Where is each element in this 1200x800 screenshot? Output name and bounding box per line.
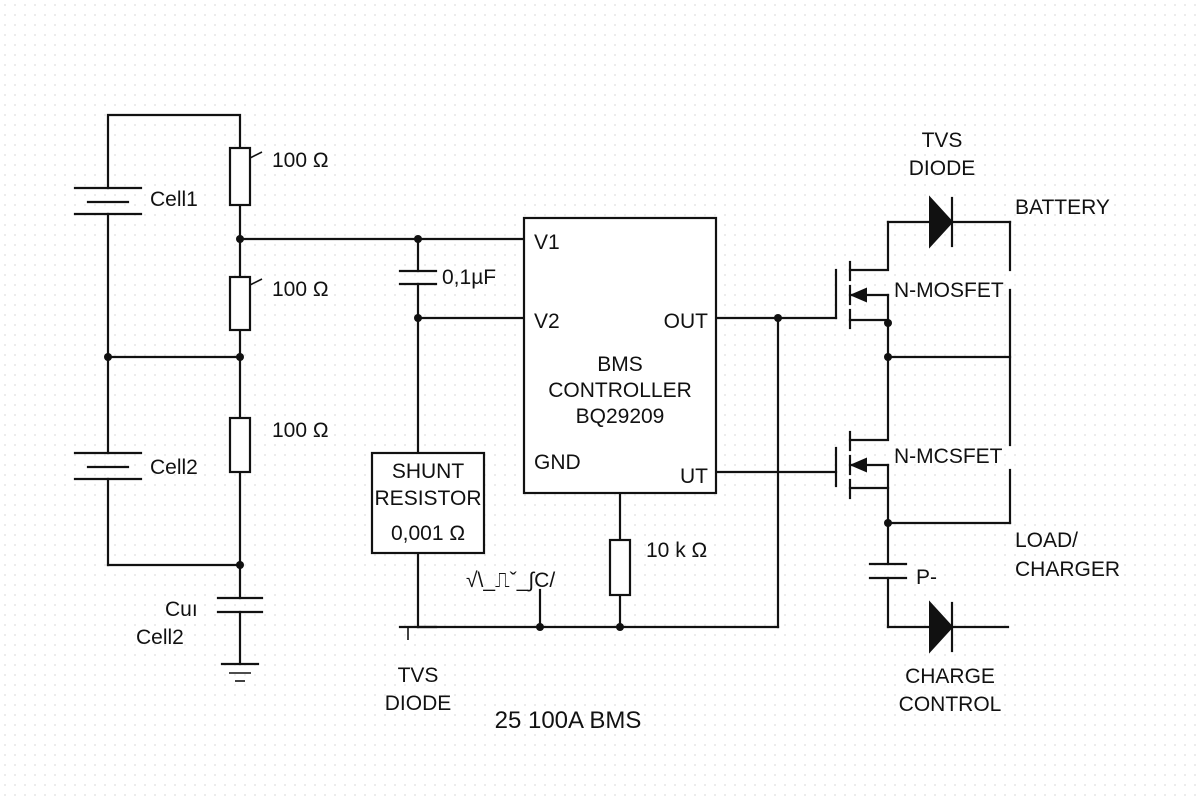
- charge-control-label-1: CHARGE: [905, 665, 995, 688]
- resistor-r3: [228, 416, 252, 474]
- controller-label-3: BQ29209: [576, 405, 665, 428]
- shunt-resistor-box: [370, 451, 486, 555]
- tvs-top-label-2: DIODE: [909, 157, 976, 180]
- cell1-label: Cell1: [150, 188, 198, 211]
- controller-label-2: CONTROLLER: [548, 379, 692, 402]
- diode-icon-top: [929, 195, 954, 249]
- tvs-top-label-1: TVS: [922, 129, 963, 152]
- controller-pin-v1: V1: [534, 231, 560, 254]
- resistor-r2-label: 100 Ω: [272, 278, 329, 301]
- capacitor-label: 0,1µF: [442, 266, 496, 289]
- resistor-r1: [228, 146, 252, 207]
- tvs-bottom-label-1: TVS: [398, 664, 439, 687]
- resistor-r1-label: 100 Ω: [272, 149, 329, 172]
- shunt-label-2: RESISTOR: [375, 487, 482, 510]
- shunt-label-1: SHUNT: [392, 460, 465, 483]
- capacitor-symbol: [398, 269, 438, 286]
- right-bus: [886, 220, 1012, 629]
- mosfet2-label: N-MCSFET: [894, 445, 1003, 468]
- bottom-cell-label-2: Cell2: [136, 626, 184, 649]
- controller-pin-gnd: GND: [534, 451, 581, 474]
- p-minus-label: P-: [916, 566, 937, 589]
- bottom-capacitor: [216, 596, 264, 666]
- controller-pin-out: OUT: [664, 310, 709, 333]
- mosfet1-label: N-MOSFET: [894, 279, 1004, 302]
- cell1-symbol: [73, 186, 143, 216]
- resistor-10k-label: 10 k Ω: [646, 539, 707, 562]
- ground-icon: [220, 662, 260, 682]
- resistor-r2: [228, 275, 252, 332]
- resistor-10k: [608, 538, 632, 597]
- resistor-r3-label: 100 Ω: [272, 419, 329, 442]
- waveform-glyph: √\_⎍ˇ_∫C/: [466, 569, 555, 592]
- mosfet-q2: [834, 355, 890, 525]
- charge-control-label-2: CONTROL: [899, 693, 1002, 716]
- tvs-ground-icon: [398, 625, 438, 640]
- diode-icon-bottom: [929, 600, 954, 654]
- cell2-symbol: [73, 451, 143, 481]
- shunt-label-3: 0,001 Ω: [391, 522, 465, 545]
- load-label-2: CHARGER: [1015, 558, 1120, 581]
- cell2-label: Cell2: [150, 456, 198, 479]
- middle-wiring: [238, 237, 838, 629]
- diagram-title: 25 100A BMS: [495, 707, 642, 734]
- cell-stack: [106, 113, 242, 567]
- controller-label-1: BMS: [597, 353, 643, 376]
- resistor-ladder: [228, 146, 263, 600]
- p-minus-capacitor: [868, 562, 908, 580]
- tvs-bottom-label-2: DIODE: [385, 692, 452, 715]
- bms-controller-chip: [522, 216, 718, 495]
- load-label-1: LOAD/: [1015, 529, 1078, 552]
- bottom-cell-label-1: Cuı: [165, 598, 198, 621]
- battery-label: BATTERY: [1015, 196, 1110, 219]
- controller-pin-ut: UT: [680, 465, 708, 488]
- controller-pin-v2: V2: [534, 310, 560, 333]
- mosfet-q1: [834, 220, 890, 359]
